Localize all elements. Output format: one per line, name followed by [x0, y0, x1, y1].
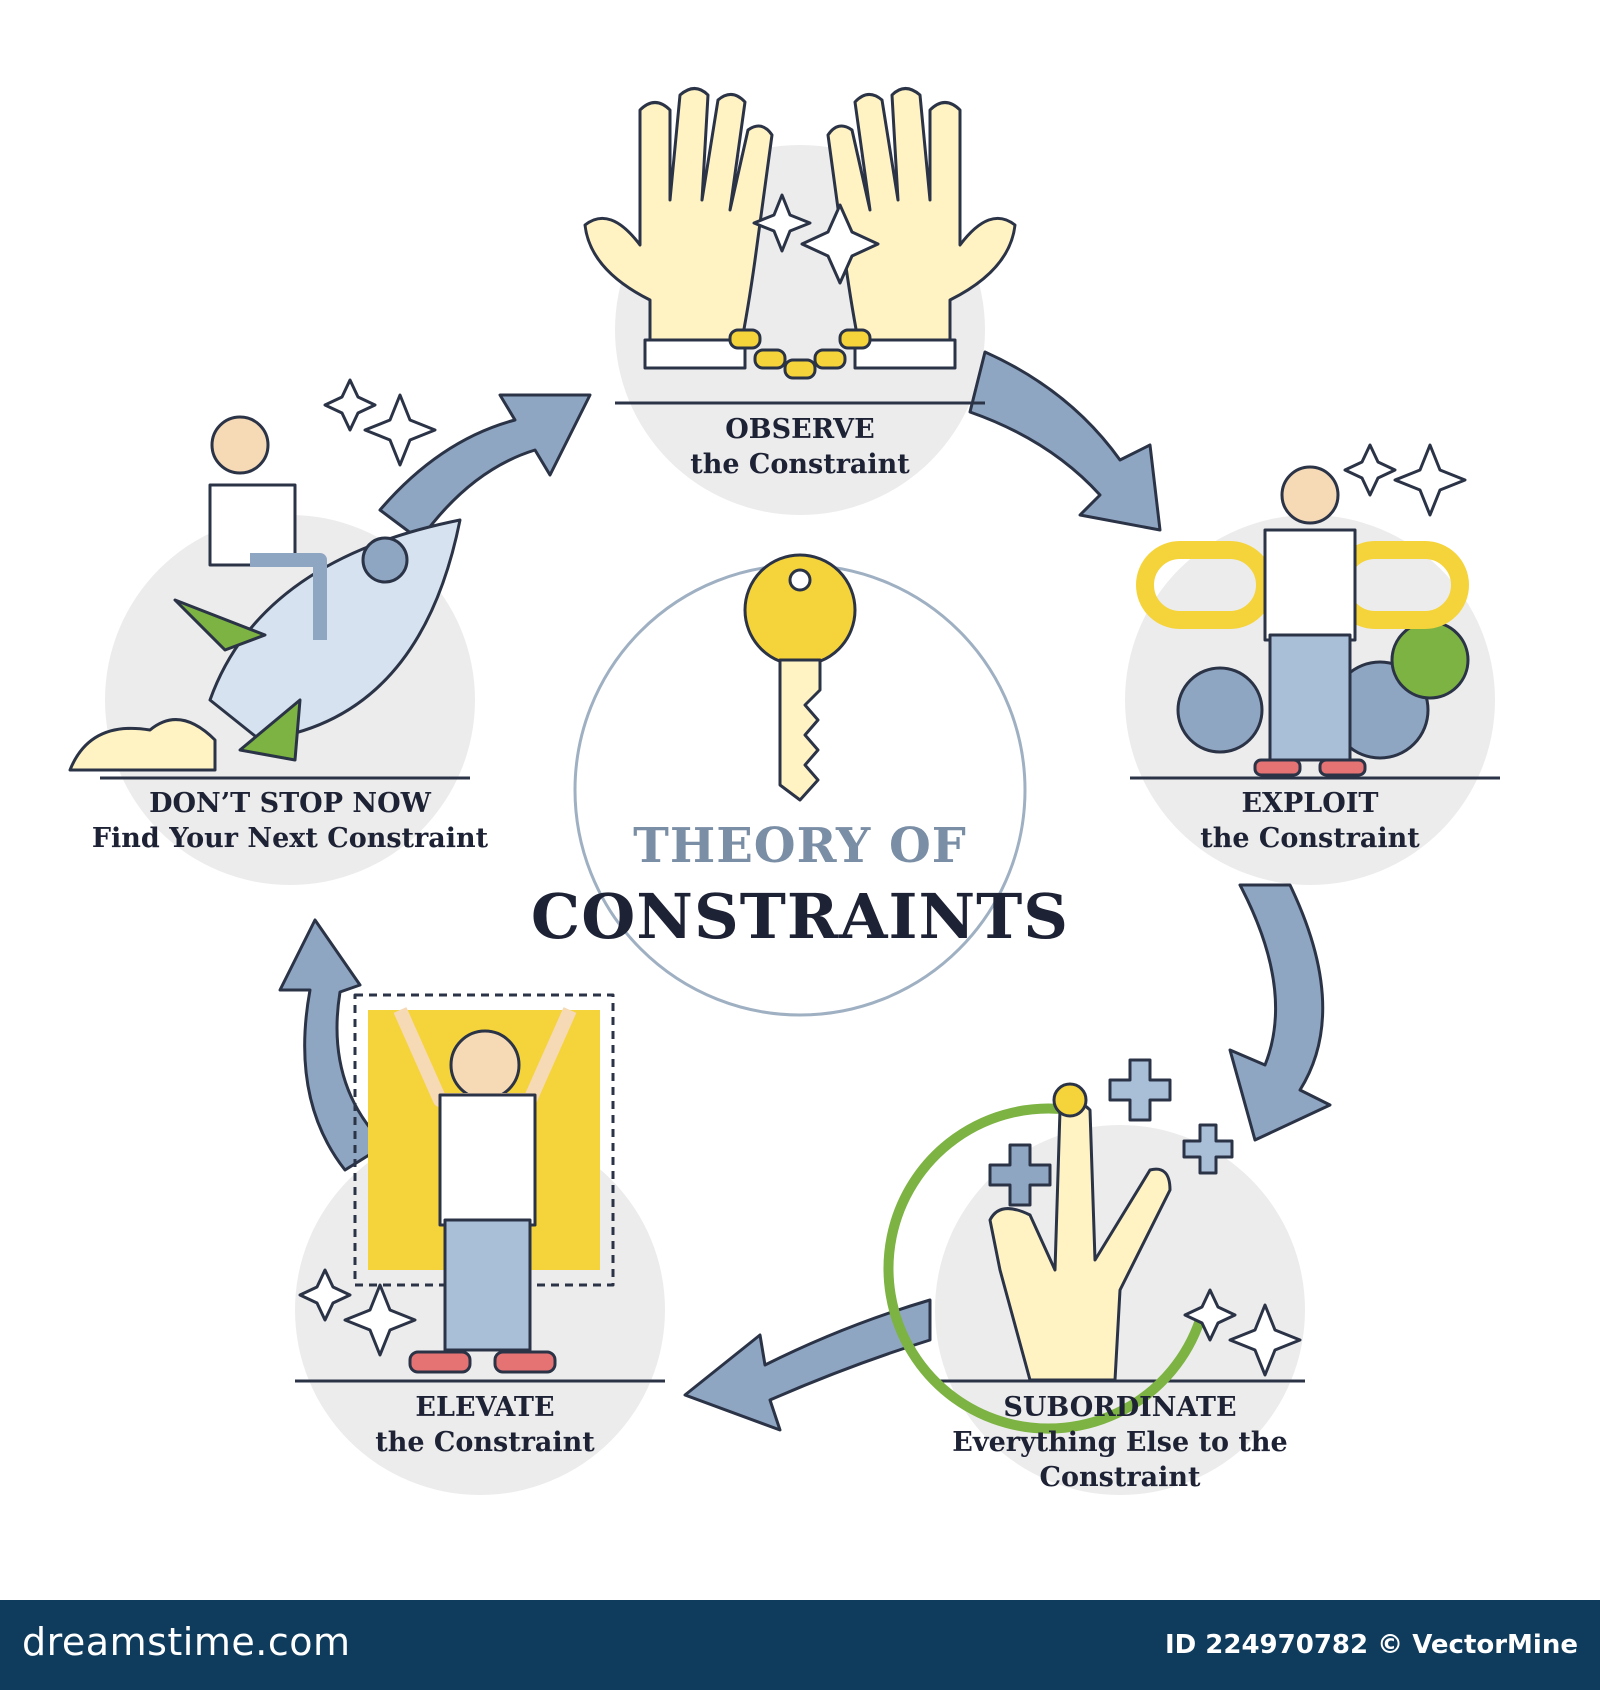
hands-icon [583, 87, 1017, 380]
step-observe-subtitle: the Constraint [690, 449, 910, 481]
step-observe-label: OBSERVE the Constraint [600, 412, 1000, 482]
baselines [100, 401, 1500, 1383]
subordinate-hand-icon [883, 1058, 1234, 1434]
sparkle-icons [298, 193, 1467, 1377]
elevate-person-icon [353, 993, 615, 1374]
rocket-icon [68, 415, 462, 772]
arrow-subordinate-to-elevate [683, 1298, 932, 1432]
title-line2: CONSTRAINTS [530, 880, 1070, 953]
step-exploit-subtitle: the Constraint [1200, 823, 1420, 855]
step-dontstop-label: DON’T STOP NOW Find Your Next Constraint [40, 786, 540, 856]
step-subordinate-subtitle: Everything Else to the [952, 1427, 1288, 1459]
step-elevate-label: ELEVATE the Constraint [320, 1390, 650, 1460]
footer-bar: dreamstime.com ID 224970782 © VectorMine [0, 1600, 1600, 1690]
key-icon [743, 553, 857, 802]
step-exploit-label: EXPLOIT the Constraint [1140, 786, 1480, 856]
diagram-title: THEORY OF CONSTRAINTS [520, 818, 1080, 953]
footer-image-id: ID 224970782 © VectorMine [1164, 1630, 1578, 1660]
arrow-observe-to-exploit [968, 350, 1162, 532]
footer-brand[interactable]: dreamstime.com [22, 1620, 351, 1664]
step-dontstop-subtitle: Find Your Next Constraint [91, 823, 489, 855]
arrow-dontstop-to-observe [378, 393, 592, 542]
step-dontstop-title: DON’T STOP NOW [149, 788, 431, 819]
step-observe-title: OBSERVE [725, 414, 875, 445]
step-subordinate-subtitle-2: Constraint [1039, 1462, 1201, 1494]
step-subordinate-title: SUBORDINATE [1003, 1392, 1237, 1423]
title-line1: THEORY OF [633, 818, 967, 874]
exploit-person-icon [1136, 465, 1470, 777]
cycle-arrows [278, 350, 1332, 1432]
step-elevate-subtitle: the Constraint [375, 1427, 595, 1459]
step-elevate-title: ELEVATE [415, 1392, 555, 1423]
step-subordinate-label: SUBORDINATE Everything Else to the Const… [880, 1390, 1360, 1495]
diagram-canvas [68, 87, 1500, 1495]
arrow-exploit-to-subordinate [1228, 883, 1332, 1142]
step-exploit-title: EXPLOIT [1241, 788, 1379, 819]
